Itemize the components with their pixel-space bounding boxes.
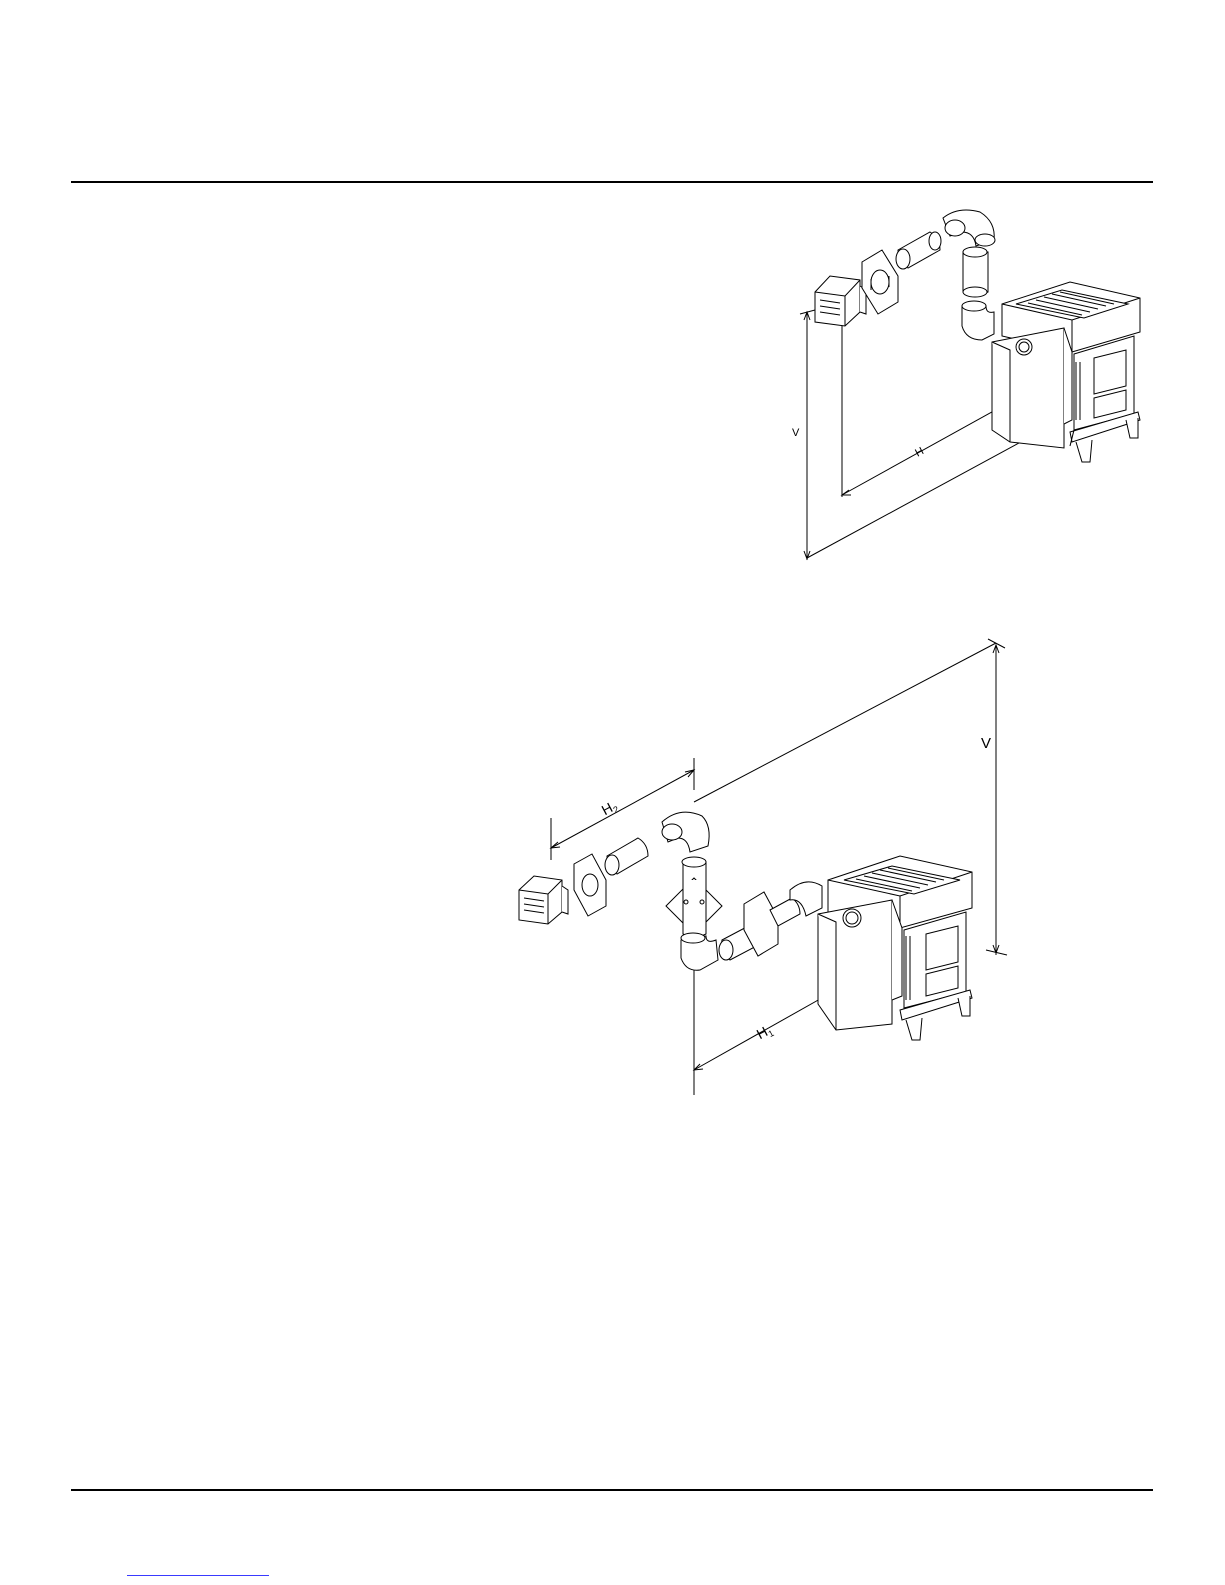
footer-link-underline[interactable] bbox=[127, 1575, 269, 1576]
dimension-label-v-bottom: V bbox=[981, 735, 991, 752]
vent-diagram-top: V H bbox=[760, 200, 1180, 570]
elbow-lower-top bbox=[962, 301, 994, 340]
vent-termination-cap-bottom bbox=[519, 876, 568, 924]
vent-diagram-bottom: V H2 H1 bbox=[500, 630, 1020, 1100]
elbow-lower-bottom bbox=[681, 933, 718, 970]
wall-thimble-top bbox=[862, 250, 898, 314]
stove-bottom bbox=[818, 856, 972, 1040]
vent-pipe-vertical-bottom bbox=[666, 857, 722, 937]
elbow-upper-top bbox=[943, 210, 995, 246]
vent-termination-cap-top bbox=[815, 276, 866, 326]
vent-pipe-horizontal-bottom bbox=[605, 838, 648, 875]
vent-pipe-vertical-top bbox=[963, 247, 988, 297]
dimension-label-h-top: H bbox=[913, 445, 926, 459]
header-rule bbox=[71, 181, 1153, 183]
dimension-label-v-top: V bbox=[792, 427, 800, 439]
footer-rule bbox=[71, 1489, 1153, 1491]
connector-pipe-bottom bbox=[719, 882, 822, 960]
stove-top bbox=[992, 282, 1140, 462]
dimension-label-h1: H1 bbox=[754, 1021, 776, 1044]
elbow-upper-bottom bbox=[662, 812, 709, 852]
vent-pipe-horizontal-top bbox=[896, 232, 941, 269]
wall-thimble-bottom bbox=[574, 854, 606, 916]
